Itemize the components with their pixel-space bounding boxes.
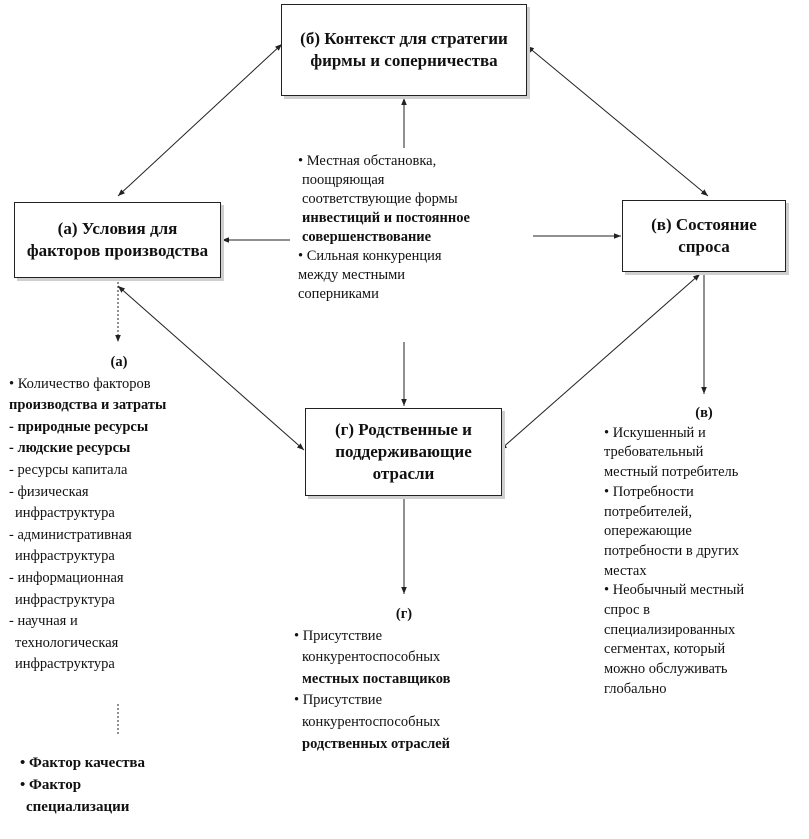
list-factor-conditions: (а) • Количество факторов производства и… [9, 352, 229, 676]
center-line: • Сильная конкуренция [298, 248, 442, 264]
list-v-line: местах [604, 562, 647, 579]
list-g-line: • Присутствие [294, 692, 383, 709]
list-v-line: требовательный [604, 444, 704, 461]
list-a-line: - информационная [9, 569, 124, 586]
list-a-line: инфраструктура [15, 548, 115, 565]
box-context-strategy-label: (б) Контекст для стратегии фирмы и сопер… [300, 29, 508, 70]
list-a-line: - природные ресурсы [9, 418, 149, 435]
arrow-a-b [117, 43, 283, 197]
center-line: соперниками [298, 286, 379, 302]
list-v-line: потребности в других [604, 542, 740, 559]
list-a-heading: (а) [110, 354, 128, 370]
arrow-a-g [117, 285, 305, 451]
arrow-b-v [526, 45, 709, 197]
list-v-line: • Потребности [604, 483, 694, 500]
list-v-heading: (в) [695, 405, 713, 421]
center-line: • Местная обстановка, [298, 153, 437, 169]
list-a-line: - людские ресурсы [9, 440, 131, 457]
list-a-line: - административная [9, 526, 132, 543]
center-line: между местными [298, 267, 406, 283]
list-v-line: глобально [604, 680, 667, 697]
list-a-line: - научная и [9, 613, 78, 630]
list-v-line: специализированных [604, 621, 736, 638]
box-context-strategy: (б) Контекст для стратегии фирмы и сопер… [281, 4, 527, 96]
list-v-line: сегментах, который [604, 641, 726, 658]
list-a-line: инфраструктура [15, 591, 115, 608]
list-g-line: родственных отраслей [302, 735, 450, 752]
box-related-industries: (г) Родственные и поддерживающие отрасли [305, 408, 502, 496]
list-v-line: • Искушенный и [604, 424, 706, 441]
box-related-industries-label: (г) Родственные и поддерживающие отрасли [335, 420, 472, 483]
arrow-v-g [499, 273, 701, 451]
list-a-line: инфраструктура [15, 656, 115, 673]
list-a2-line: • Фактор качества [20, 755, 146, 771]
box-factor-conditions: (а) Условия для факторов производства [14, 202, 221, 278]
list-a-line: технологическая [15, 634, 119, 651]
center-line: поощряющая [302, 172, 385, 188]
list-v-line: опережающие [604, 523, 692, 540]
list-v-line: спрос в [604, 602, 650, 619]
list-g-line: конкурентоспособных [302, 713, 441, 730]
list-demand-conditions: (в) • Искушенный и требовательный местны… [604, 404, 804, 700]
list-g-heading: (г) [395, 606, 413, 622]
center-line: совершенствование [302, 229, 432, 245]
list-related-industries: (г) • Присутствие конкурентоспособных ме… [294, 604, 514, 755]
list-v-line: • Необычный местный [604, 582, 745, 599]
list-factor-quality: • Фактор качества • Фактор специализации [20, 752, 145, 818]
box-demand-conditions-label: (в) Состояние спроса [651, 215, 757, 256]
list-a-line: - физическая [9, 483, 89, 500]
list-a-line: • Количество факторов [9, 375, 151, 392]
list-a-line: - ресурсы капитала [9, 461, 128, 478]
list-g-line: • Присутствие [294, 627, 383, 644]
box-factor-conditions-label: (а) Условия для факторов производства [26, 219, 209, 260]
center-line: инвестиций и постоянное [302, 210, 470, 226]
box-demand-conditions: (в) Состояние спроса [622, 200, 786, 272]
list-g-line: местных поставщиков [302, 670, 451, 687]
list-g-line: конкурентоспособных [302, 649, 441, 666]
list-a-line: инфраструктура [15, 505, 115, 522]
list-a-line: производства и затраты [9, 397, 167, 414]
list-a2-line: специализации [26, 799, 130, 815]
center-notes: • Местная обстановка, поощряющая соответ… [298, 152, 470, 304]
list-a2-line: • Фактор [20, 777, 82, 793]
list-v-line: потребителей, [604, 503, 692, 520]
list-v-line: местный потребитель [604, 464, 739, 481]
center-line: соответствующие формы [302, 191, 458, 207]
list-v-line: можно обслуживать [604, 661, 728, 678]
